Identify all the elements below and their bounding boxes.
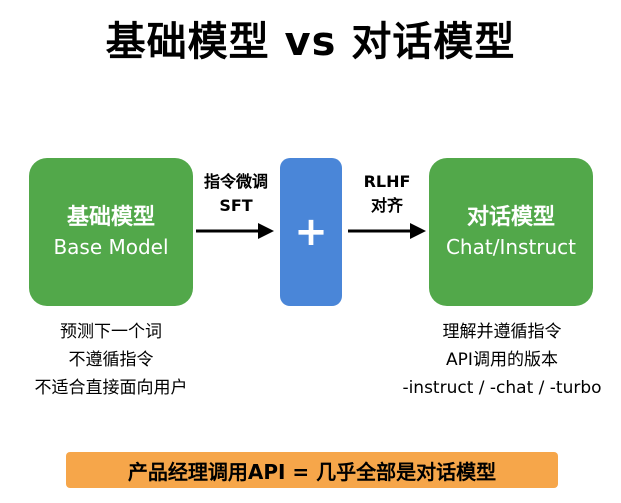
sft-step-label: 指令微调 SFT bbox=[190, 170, 282, 218]
rlhf-step-line-2: 对齐 bbox=[370, 196, 403, 215]
chat-model-name: 对话模型 bbox=[466, 205, 555, 230]
arrow-right-icon bbox=[196, 223, 274, 239]
rlhf-step-line-1: RLHF bbox=[363, 172, 411, 191]
base-model-descriptions: 预测下一个词 不遵循指令 不适合直接面向用户 bbox=[14, 318, 208, 402]
base-model-name: 基础模型 bbox=[66, 205, 155, 230]
chat-model-desc-2: API调用的版本 bbox=[446, 350, 558, 370]
summary-banner: 产品经理调用API = 几乎全部是对话模型 bbox=[66, 452, 558, 488]
base-model-desc-1: 预测下一个词 bbox=[60, 322, 162, 342]
sft-step-line-1: 指令微调 bbox=[203, 172, 268, 191]
plus-icon: + bbox=[294, 209, 328, 255]
chat-model-subtitle: Chat/Instruct bbox=[445, 235, 577, 259]
base-model-desc-2: 不遵循指令 bbox=[68, 350, 154, 370]
diagram-title: 基础模型 vs 对话模型 bbox=[105, 19, 516, 65]
chat-model-desc-1: 理解并遵循指令 bbox=[442, 322, 562, 342]
chat-model-descriptions: 理解并遵循指令 API调用的版本 -instruct / -chat / -tu… bbox=[384, 318, 620, 402]
base-model-box: 基础模型 Base Model bbox=[29, 158, 193, 306]
base-model-desc-3: 不适合直接面向用户 bbox=[34, 378, 188, 398]
base-model-subtitle: Base Model bbox=[53, 235, 169, 259]
combine-box: + bbox=[280, 158, 342, 306]
chat-model-box: 对话模型 Chat/Instruct bbox=[429, 158, 593, 306]
arrow-right-icon bbox=[348, 223, 426, 239]
sft-step-line-2: SFT bbox=[219, 196, 253, 215]
rlhf-step-label: RLHF 对齐 bbox=[342, 170, 432, 218]
chat-model-desc-3: -instruct / -chat / -turbo bbox=[402, 378, 602, 398]
